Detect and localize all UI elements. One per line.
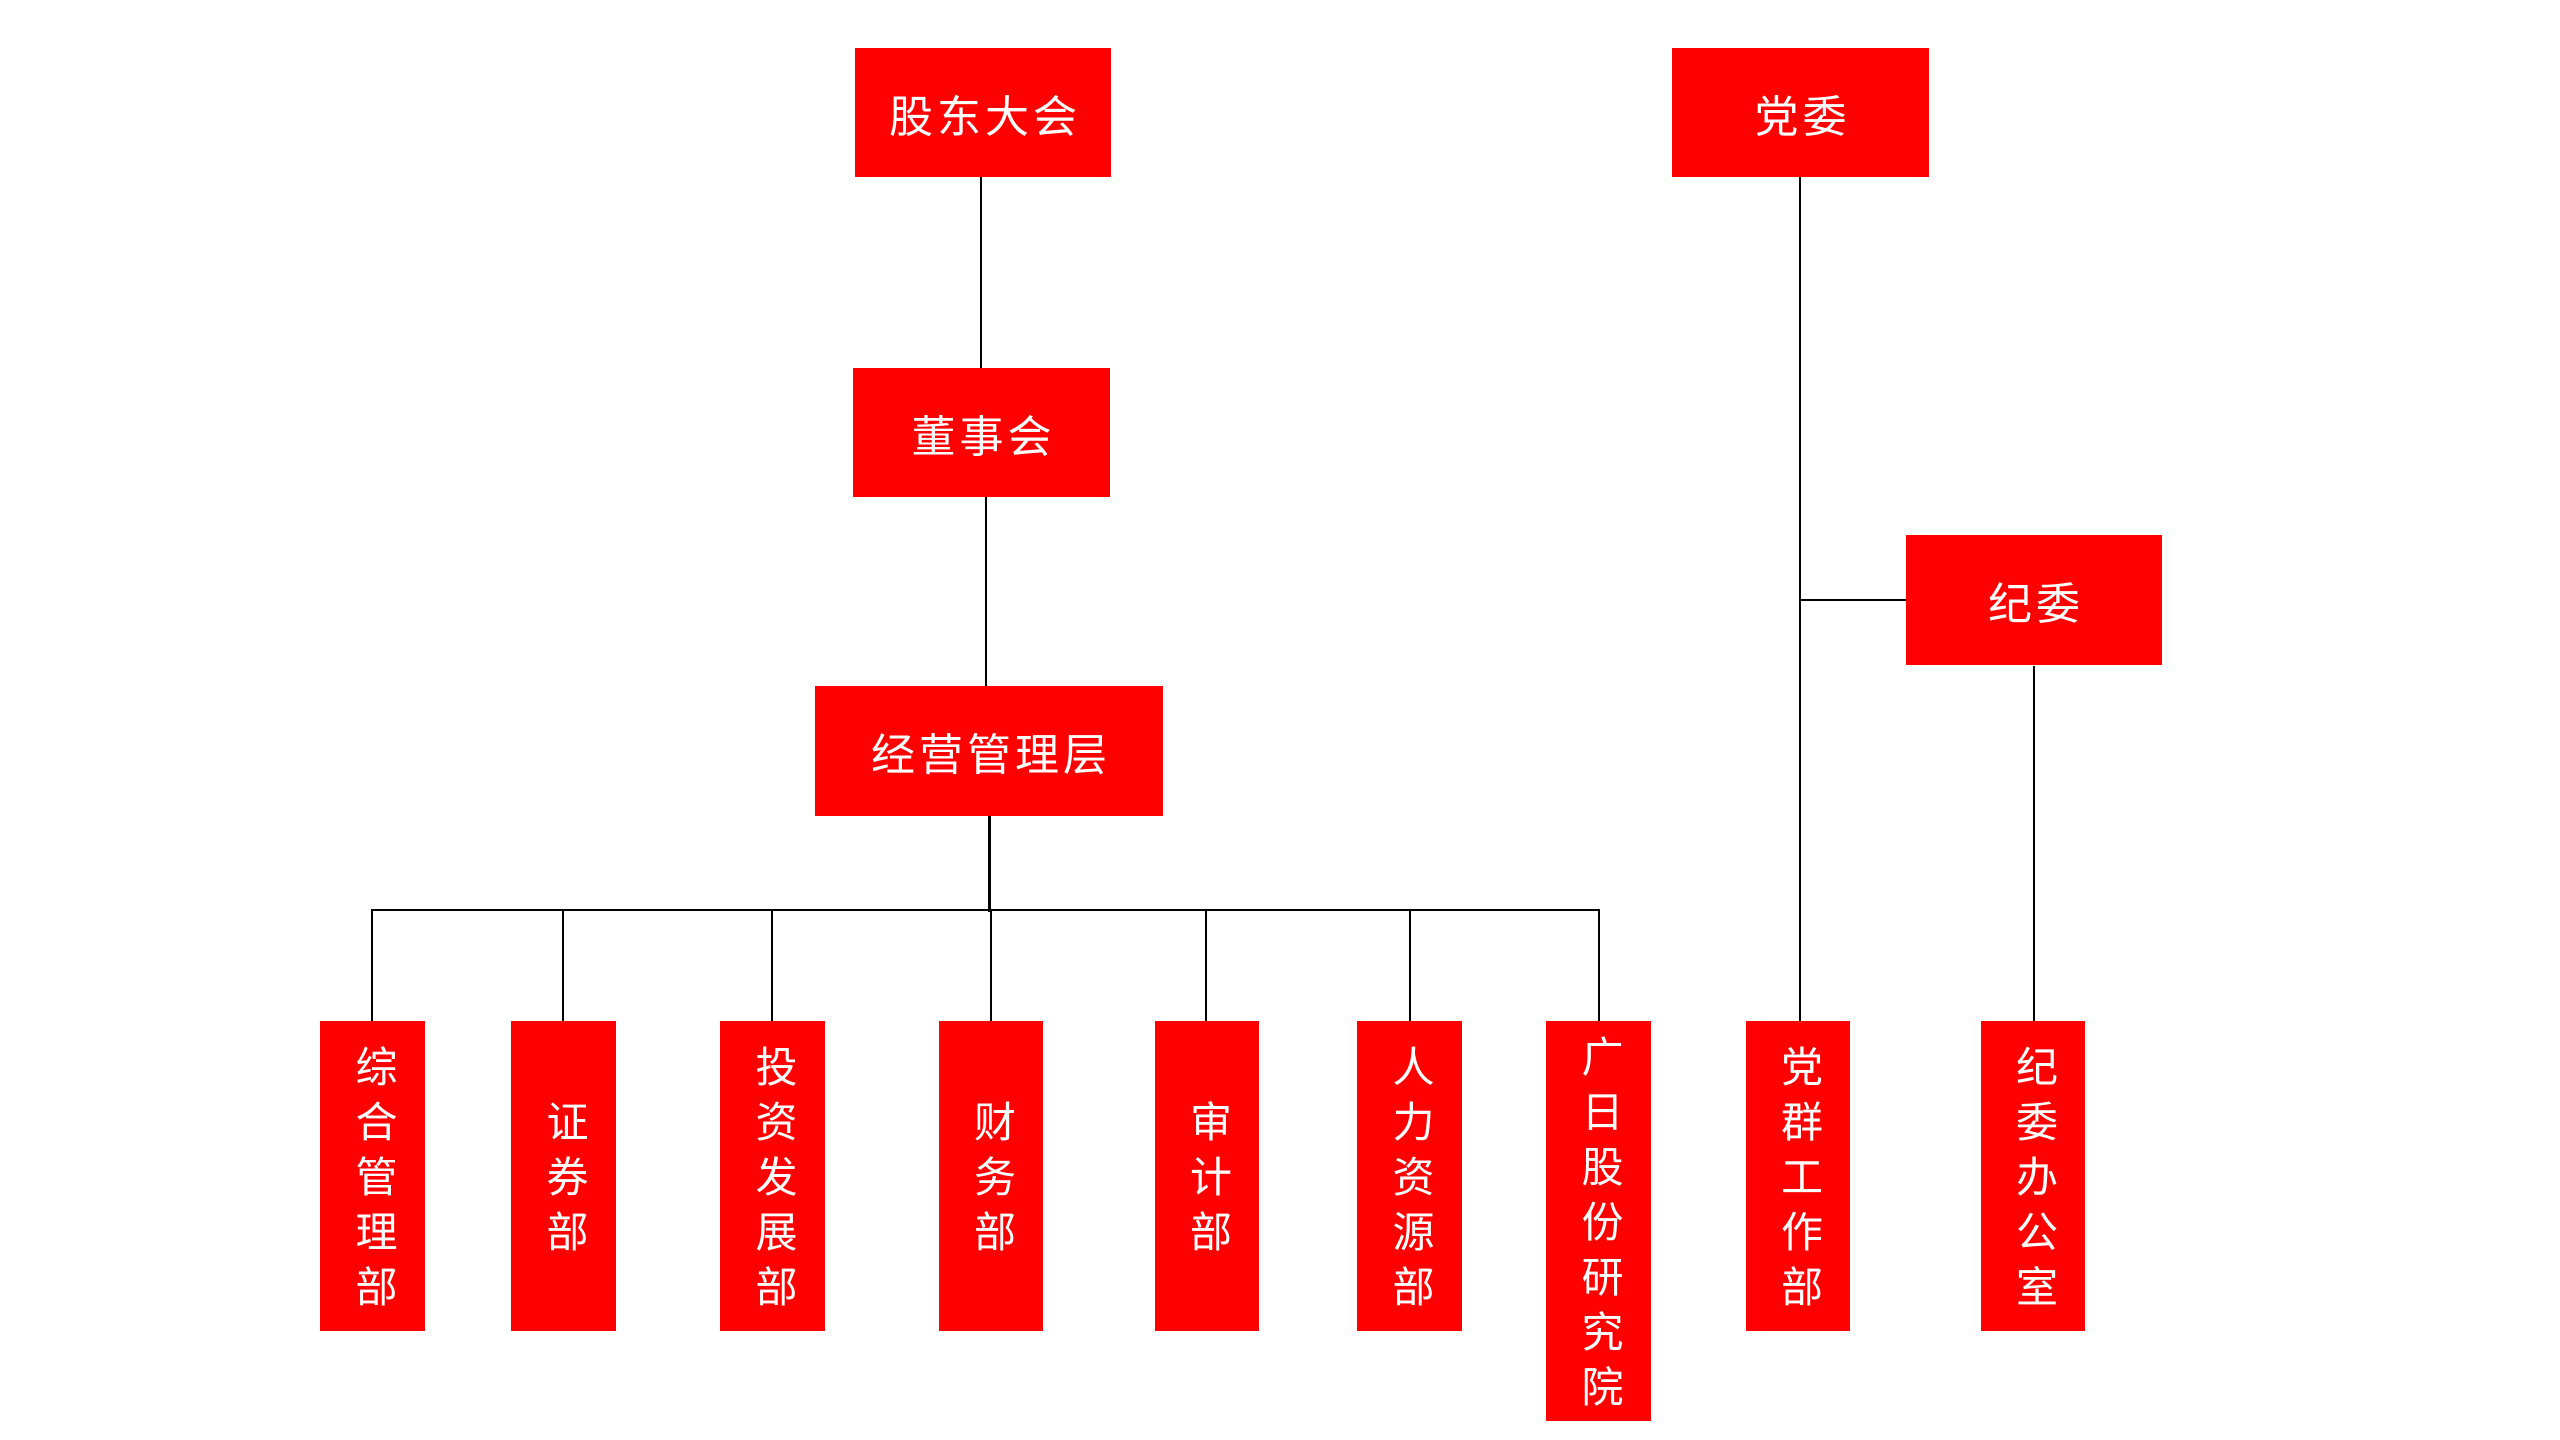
- org-node-discipline-committee-office: 纪委办公室: [1981, 1021, 2085, 1331]
- connector-line: [1598, 910, 1600, 1021]
- org-node-investment-development-dept: 投资发展部: [720, 1021, 825, 1331]
- connector-line: [1409, 910, 1411, 1021]
- connector-line: [980, 177, 982, 368]
- org-node-label: 人力资源部: [1386, 1045, 1432, 1320]
- org-node-label: 党委: [1754, 92, 1851, 142]
- org-node-label: 财务部: [967, 1100, 1014, 1265]
- org-node-guangri-research-institute: 广日股份研究院: [1546, 1021, 1651, 1421]
- org-node-finance-dept: 财务部: [939, 1021, 1043, 1331]
- connector-line: [1205, 910, 1207, 1021]
- org-node-label: 党群工作部: [1774, 1045, 1821, 1320]
- org-node-discipline-committee: 纪委: [1906, 535, 2162, 665]
- org-node-general-management-dept: 综合管理部: [320, 1021, 425, 1331]
- org-node-shareholders-meeting: 股东大会: [855, 48, 1111, 177]
- connector-line: [2033, 666, 2035, 1021]
- org-node-label: 投资发展部: [749, 1045, 795, 1320]
- connector-line: [985, 497, 987, 686]
- connector-line: [371, 909, 1600, 911]
- org-node-label: 股东大会: [889, 92, 1081, 142]
- org-node-label: 纪委办公室: [2009, 1045, 2056, 1320]
- org-node-party-committee: 党委: [1672, 48, 1929, 177]
- org-node-board-of-directors: 董事会: [853, 368, 1110, 497]
- org-node-label: 广日股份研究院: [1575, 1035, 1621, 1420]
- org-node-label: 综合管理部: [349, 1045, 395, 1320]
- connector-line: [990, 910, 992, 1021]
- connector-line: [771, 910, 773, 1021]
- org-node-human-resources-dept: 人力资源部: [1357, 1021, 1462, 1331]
- org-node-label: 纪委: [1988, 580, 2084, 629]
- org-node-label: 经营管理层: [871, 731, 1111, 780]
- connector-line: [987, 816, 991, 912]
- org-node-management-layer: 经营管理层: [815, 686, 1163, 816]
- connector-line: [562, 910, 564, 1021]
- org-node-label: 证券部: [540, 1100, 586, 1265]
- org-node-party-mass-work-dept: 党群工作部: [1746, 1021, 1850, 1331]
- org-node-securities-dept: 证券部: [511, 1021, 616, 1331]
- org-node-label: 审计部: [1183, 1100, 1230, 1265]
- org-node-audit-dept: 审计部: [1155, 1021, 1259, 1331]
- org-node-label: 董事会: [911, 412, 1056, 462]
- connector-line: [371, 910, 373, 1021]
- connector-line: [1800, 599, 1906, 601]
